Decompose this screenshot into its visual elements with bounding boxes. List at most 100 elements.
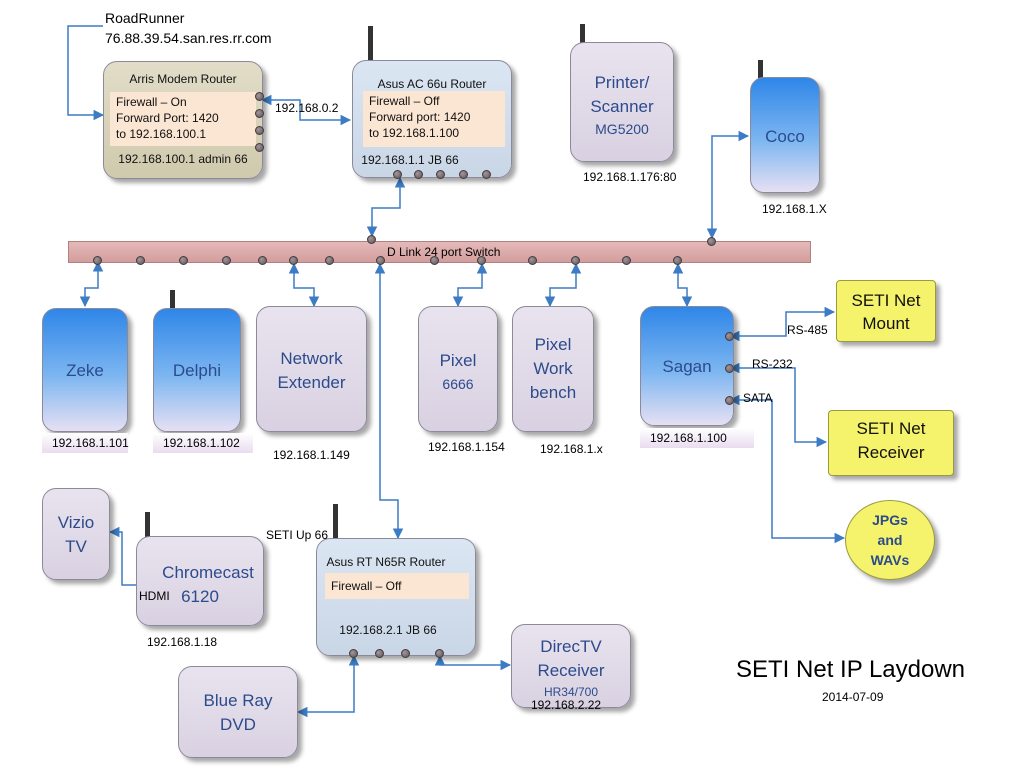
switch-port: [622, 256, 631, 265]
chromecast-device[interactable]: Chromecast 6120 HDMI: [136, 536, 264, 626]
asus-rt-footer: 192.168.2.1 JB 66: [339, 623, 437, 637]
mount-label-1: SETI Net: [851, 291, 921, 310]
wire-sata: [728, 394, 846, 544]
switch-port: [222, 256, 231, 265]
bluray-label-1: Blue Ray: [203, 691, 273, 710]
media-label-2: and: [877, 532, 903, 548]
switch-port: [289, 256, 298, 265]
printer-ip: 192.168.1.176:80: [583, 170, 677, 184]
asus-rt-settings-panel: Firewall – Off: [325, 573, 469, 599]
wire-switch-rtrouter: [374, 262, 404, 540]
chromecast-name: Chromecast: [162, 563, 254, 582]
asus-rt-title: Asus RT N65R Router: [326, 555, 446, 569]
coco-device[interactable]: Coco: [750, 77, 820, 193]
wire-bluray: [296, 654, 360, 718]
vizio-tv[interactable]: Vizio TV: [42, 488, 110, 580]
zeke-ip: 192.168.1.101: [42, 433, 129, 453]
directv-label-1: DirecTV: [540, 637, 602, 656]
switch-port: [258, 256, 267, 265]
switch-port: [376, 256, 385, 265]
printer-scanner[interactable]: Printer/ Scanner MG5200: [570, 42, 674, 162]
printer-model: MG5200: [595, 121, 649, 137]
sagan-name: Sagan: [662, 357, 712, 376]
asus-ac-port: [414, 170, 423, 179]
asus-ac-forward-to: to 192.168.1.100: [369, 126, 460, 140]
printer-label-1: Printer/: [594, 73, 650, 92]
modem-port: [255, 92, 264, 101]
chromecast-ip: 192.168.1.18: [147, 635, 218, 649]
asus-ac-port: [459, 170, 468, 179]
asus-ac-title: Asus AC 66u Router: [377, 77, 487, 91]
switch-port: [179, 256, 188, 265]
mount-label-2: Mount: [862, 314, 910, 333]
switch-port: [707, 237, 716, 246]
coco-name: Coco: [765, 127, 805, 146]
directv-label-2: Receiver: [537, 661, 605, 680]
pixel-sub: 6666: [442, 376, 474, 392]
hdmi-label: HDMI: [139, 589, 170, 603]
media-label-3: WAVs: [870, 552, 910, 568]
asus-ac-footer: 192.168.1.1 JB 66: [361, 153, 459, 167]
modem-footer: 192.168.100.1 admin 66: [118, 152, 248, 166]
network-extender[interactable]: Network Extender: [256, 306, 367, 432]
asus-ac-forward-port: Forward port: 1420: [369, 110, 471, 124]
directv-model: HR34/700: [543, 685, 599, 699]
switch-port: [430, 256, 439, 265]
asus-rt-port: [435, 649, 444, 658]
modem-settings-panel: Firewall – On Forward Port: 1420 to 192.…: [110, 92, 256, 146]
extender-label-1: Network: [280, 349, 343, 368]
antenna-icon: [580, 24, 585, 54]
switch-port: [325, 256, 334, 265]
jpgs-wavs-storage[interactable]: JPGs and WAVs: [845, 500, 935, 580]
sagan-device[interactable]: Sagan: [640, 306, 734, 426]
switch-port: [477, 256, 486, 265]
antenna-icon: [333, 504, 338, 544]
sagan-port: [725, 364, 734, 373]
extender-label-2: Extender: [277, 373, 346, 392]
sata-label: SATA: [743, 391, 773, 405]
seti-net-receiver[interactable]: SETI Net Receiver: [828, 410, 954, 476]
asus-rt-n65r-router[interactable]: Asus RT N65R Router Firewall – Off 192.1…: [316, 538, 476, 656]
asus-ac66u-router[interactable]: Asus AC 66u Router Firewall – Off Forwar…: [352, 60, 512, 178]
pixel-ip: 192.168.1.154: [428, 440, 505, 454]
seti-net-mount[interactable]: SETI Net Mount: [836, 280, 936, 342]
isp-name: RoadRunner: [105, 10, 185, 26]
receiver-label-2: Receiver: [857, 443, 925, 462]
modem-port: [255, 109, 264, 118]
directv-ip: 192.168.2.22: [531, 698, 602, 712]
zeke-device[interactable]: Zeke: [42, 308, 128, 432]
wire-modem-asus: [260, 94, 352, 126]
printer-label-2: Scanner: [590, 97, 654, 116]
modem-port: [255, 126, 264, 135]
asus-ac-port: [436, 170, 445, 179]
antenna-icon: [170, 290, 175, 314]
workbench-label-3: bench: [529, 383, 577, 402]
switch-port: [528, 256, 537, 265]
wire-sagan: [672, 262, 693, 308]
delphi-device[interactable]: Delphi: [153, 308, 241, 432]
antenna-icon: [758, 60, 763, 86]
switch-label: D Link 24 port Switch: [387, 245, 501, 259]
blue-ray-dvd[interactable]: Blue Ray DVD: [178, 666, 298, 758]
modem-port: [255, 143, 264, 152]
switch-port: [136, 256, 145, 265]
directv-receiver[interactable]: DirecTV Receiver HR34/700: [511, 624, 631, 708]
isp-host: 76.88.39.54.san.res.rr.com: [105, 30, 272, 46]
asus-rt-port: [401, 649, 410, 658]
diagram-title: SETI Net IP Laydown: [736, 656, 966, 683]
asus-ac-port: [482, 170, 491, 179]
asus-rt-firewall: Firewall – Off: [331, 579, 402, 593]
chromecast-sub: 6120: [181, 587, 219, 606]
sagan-port: [725, 332, 734, 341]
arris-modem-router[interactable]: Arris Modem Router Firewall – On Forward…: [103, 61, 263, 179]
pixel-device[interactable]: Pixel 6666: [418, 306, 498, 432]
modem-firewall: Firewall – On: [116, 95, 187, 109]
asus-ac-port: [393, 170, 402, 179]
pixel-workbench[interactable]: Pixel Work bench: [512, 306, 594, 432]
wire-directv: [434, 654, 512, 671]
workbench-label-2: Work: [533, 359, 573, 378]
coco-ip: 192.168.1.X: [762, 202, 827, 216]
vizio-label-2: TV: [65, 537, 87, 556]
asus-ac-settings-panel: Firewall – Off Forward port: 1420 to 192…: [363, 91, 505, 147]
